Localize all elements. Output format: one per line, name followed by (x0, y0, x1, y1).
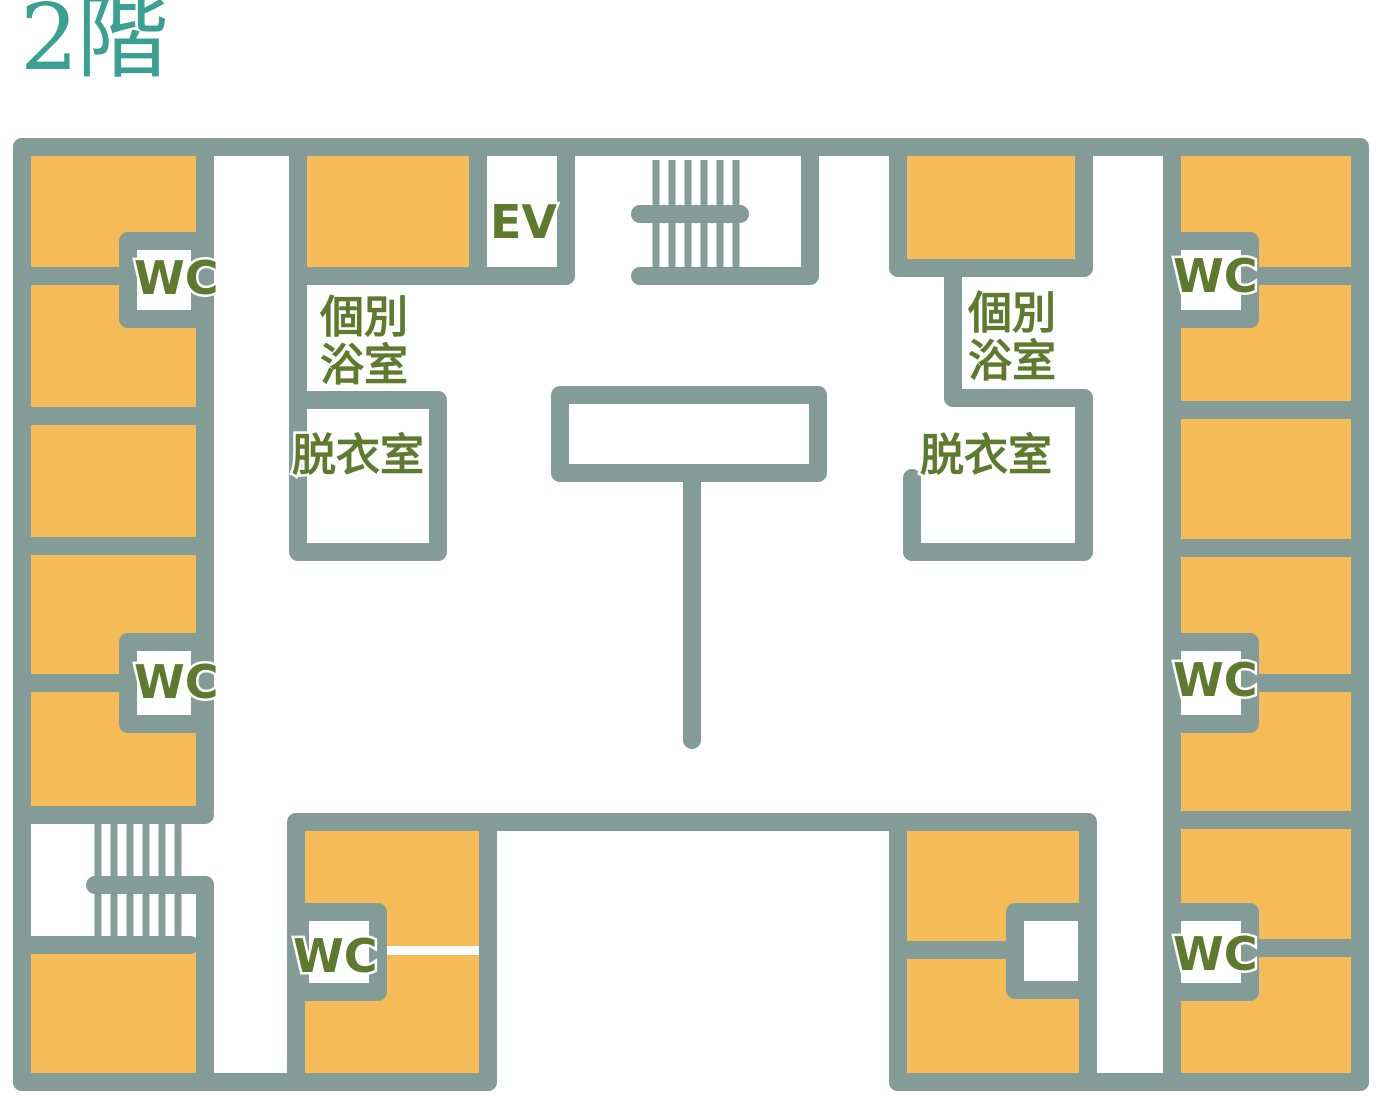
wall-left-dividers (13, 267, 214, 954)
rooms-left-column (30, 155, 200, 1080)
wc-box-bottom-right (1006, 903, 1096, 999)
room-right-3 (1178, 418, 1353, 543)
wall-right-dividers (1163, 267, 1369, 957)
wall-top-left-block (289, 138, 487, 561)
wc-boxes (119, 232, 1259, 1001)
ev-label: EV (490, 195, 557, 249)
floor-title: 2階 (20, 0, 169, 91)
wc-box-right-mid (1163, 633, 1259, 733)
bath-right-line1: 個別 (967, 288, 1056, 339)
wall-top-right-block (889, 138, 1093, 561)
wc-label-right-bottom: WC (1173, 927, 1258, 981)
reception-counter (551, 386, 827, 482)
wc-label-bottom-left: WC (293, 929, 378, 983)
walls (13, 138, 1369, 1091)
wall-ev (469, 138, 575, 285)
room-top-left (305, 155, 475, 270)
dressing-left: 脱衣室 (292, 430, 424, 481)
wc-box-left-top (119, 232, 209, 328)
wc-box-right-bottom (1163, 903, 1259, 1001)
bath-left-line2: 浴室 (320, 340, 408, 391)
room-top-right (903, 155, 1075, 270)
wc-label-right-mid: WC (1173, 653, 1258, 707)
room-left-3 (30, 420, 200, 540)
stair-left-treads (94, 822, 182, 940)
bath-right-line2: 浴室 (968, 336, 1056, 387)
stairs-top (631, 160, 749, 272)
room-left-6 (30, 950, 200, 1080)
wc-box-right-top (1163, 232, 1259, 328)
dressing-right: 脱衣室 (920, 430, 1052, 481)
stairs-left (94, 822, 182, 940)
wc-label-left-top: WC (134, 251, 219, 305)
wc-label-left-mid: WC (134, 655, 219, 709)
wc-box-left-mid (119, 633, 209, 733)
bath-left-line1: 個別 (319, 292, 408, 343)
wall-top-stair (631, 138, 819, 285)
wc-label-right-top: WC (1173, 249, 1258, 303)
wc-box-bottom-left (291, 903, 387, 1001)
